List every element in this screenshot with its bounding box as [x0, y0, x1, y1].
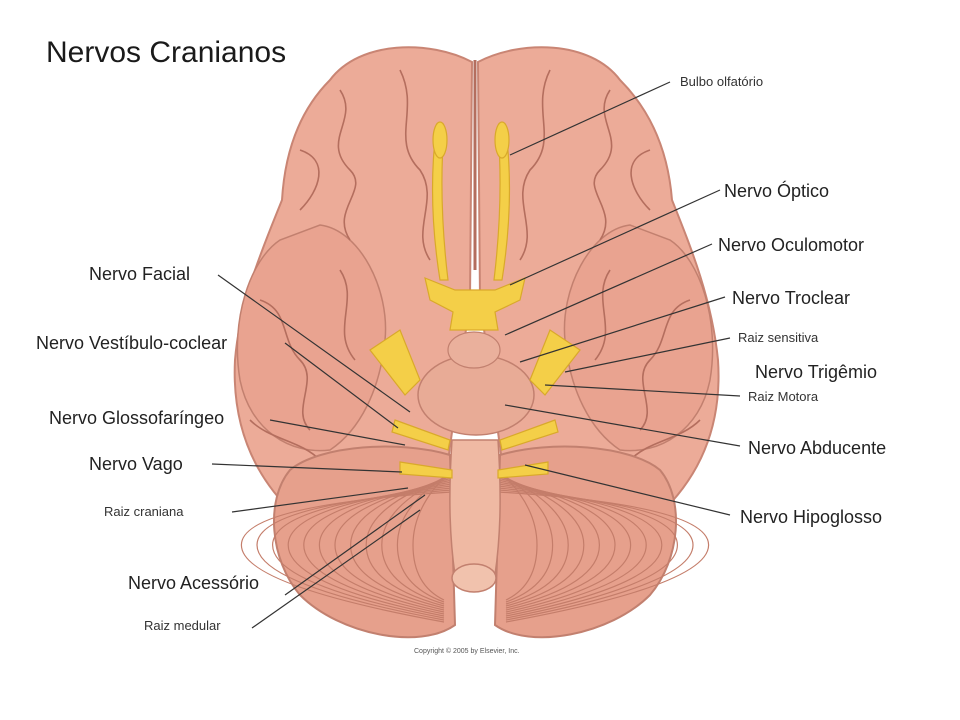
label-nervo-vago: Nervo Vago	[89, 454, 183, 474]
leader-nervo-glossofaringeo	[269, 419, 406, 446]
optic-chiasm	[424, 277, 526, 331]
right-temporal-lobe	[563, 224, 714, 452]
leader-nervo-oculomotor	[504, 243, 713, 336]
leader-nervo-hipoglosso	[524, 464, 731, 516]
medulla	[449, 439, 501, 576]
label-nervo-oculomotor: Nervo Oculomotor	[718, 235, 865, 255]
label-bulbo-olfatorio: Bulbo olfatório	[680, 74, 764, 89]
leader-raiz-sensitiva	[564, 337, 731, 373]
label-nervo-trigemio: Nervo Trigêmio	[755, 362, 878, 382]
label-raiz-sensitiva: Raiz sensitiva	[738, 330, 819, 345]
left-olfactory-bulb	[432, 121, 448, 159]
cerebrum	[233, 46, 720, 522]
leader-raiz-craniana	[231, 487, 409, 513]
leader-nervo-vago	[211, 463, 403, 473]
mammillary-bodies	[447, 331, 501, 369]
label-nervo-abducente: Nervo Abducente	[748, 438, 887, 458]
label-nervo-glossofaringeo: Nervo Glossofaríngeo	[49, 408, 225, 428]
leader-raiz-motora	[544, 384, 741, 397]
brainstem	[417, 331, 535, 593]
label-raiz-motora: Raiz Motora	[748, 389, 819, 404]
gyri	[249, 69, 701, 461]
label-nervo-acessorio: Nervo Acessório	[128, 573, 260, 593]
leader-nervo-vestibulo-coclear	[284, 342, 399, 429]
label-nervo-vestibulo-coclear: Nervo Vestíbulo-coclear	[36, 333, 228, 353]
leader-nervo-facial	[217, 274, 411, 413]
left-temporal-lobe	[236, 224, 387, 452]
cerebellar-folia	[240, 469, 710, 623]
leader-nervo-abducente	[504, 404, 741, 447]
leader-nervo-acessorio	[284, 494, 426, 596]
leader-nervo-optico	[509, 189, 721, 286]
page-title: Nervos Cranianos	[46, 36, 287, 69]
right-olfactory-bulb	[494, 121, 510, 159]
label-raiz-medular: Raiz medular	[144, 618, 221, 633]
right-cn-bundle	[499, 419, 559, 451]
cranial-nerves	[369, 121, 581, 479]
copyright-notice: Copyright © 2005 by Elsevier, Inc.	[414, 648, 520, 655]
left-trigeminal	[369, 329, 421, 396]
cerebellar-folium	[240, 491, 453, 623]
left-olfactory-tract	[431, 129, 449, 281]
left-cn-bundle	[391, 419, 451, 451]
label-raiz-craniana: Raiz craniana	[104, 504, 184, 519]
label-nervo-facial: Nervo Facial	[89, 264, 191, 284]
cerebellum	[240, 445, 710, 639]
leader-bulbo-olfatorio	[509, 81, 671, 156]
right-olfactory-tract	[493, 129, 511, 281]
leader-lines	[211, 81, 741, 629]
leader-raiz-medular	[251, 509, 421, 629]
label-nervo-optico: Nervo Óptico	[724, 181, 830, 201]
left-vagus-roots	[399, 461, 453, 479]
right-trigeminal	[529, 329, 581, 396]
cerebellar-folium	[497, 491, 710, 623]
spinal-cord-section	[451, 563, 497, 593]
label-nervo-hipoglosso: Nervo Hipoglosso	[740, 507, 883, 527]
leader-nervo-troclear	[519, 296, 726, 363]
label-nervo-troclear: Nervo Troclear	[732, 288, 851, 308]
